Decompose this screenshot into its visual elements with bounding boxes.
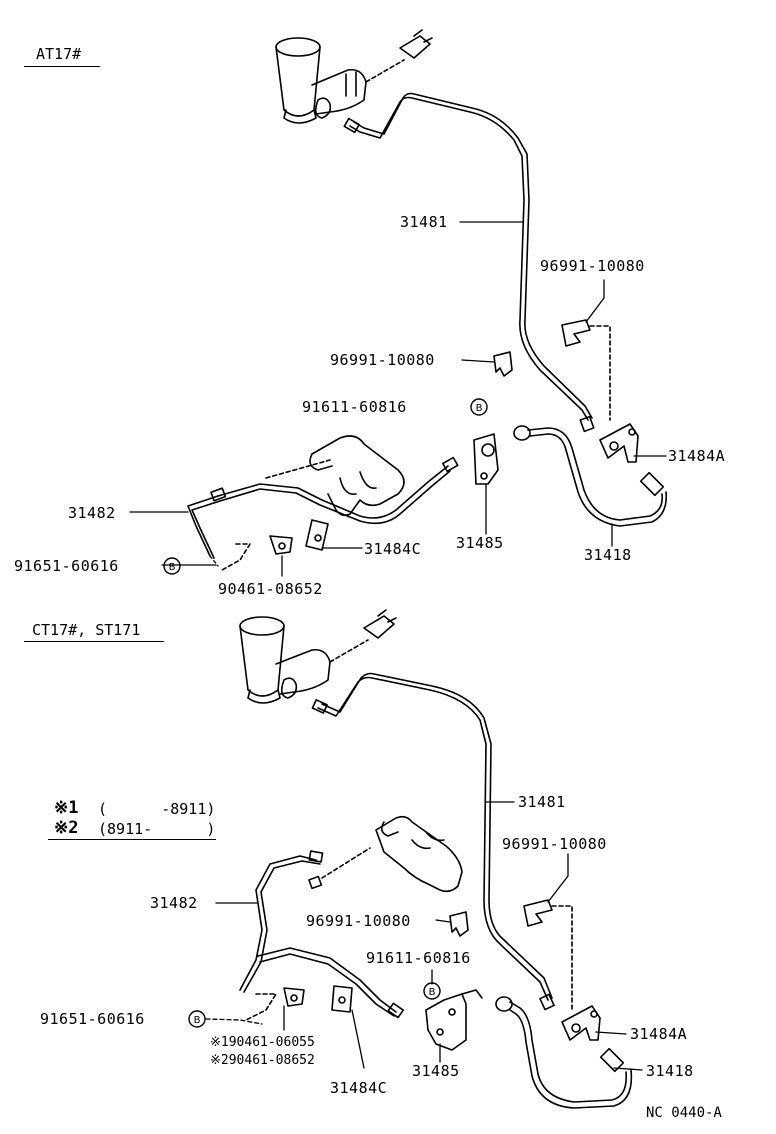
marker-b-91651-top: B: [163, 557, 181, 575]
label-96991-top-right: 96991-10080: [540, 257, 645, 275]
label-90461-top: 90461-08652: [218, 580, 323, 598]
label-31485-top: 31485: [456, 534, 504, 552]
figure-code: NC 0440-A: [646, 1105, 722, 1121]
label-96991-top-mid: 96991-10080: [330, 351, 435, 369]
label-96991-bottom-right: 96991-10080: [502, 835, 607, 853]
leader-lines-bottom: [205, 801, 643, 1071]
label-90461-bottom-2: ※290461-08652: [210, 1053, 315, 1068]
note-line-1-range: ( -8911): [98, 800, 216, 818]
master-cylinder-top: [275, 29, 433, 124]
leader-lines-top: [129, 221, 667, 577]
label-31418-top: 31418: [584, 546, 632, 564]
clutch-pipe-31481-top: [343, 92, 595, 433]
clip-96991-top-mid: [493, 351, 513, 377]
hose-31418-top: [513, 425, 668, 527]
hose-31418-bottom: [495, 996, 633, 1109]
label-31484A-top: 31484A: [668, 447, 726, 465]
label-90461-bottom-1: ※190461-06055: [210, 1035, 315, 1050]
section-title-top: AT17#: [36, 45, 82, 63]
section-rule-top: [24, 66, 100, 67]
note-line-1-mark: ※1: [54, 798, 79, 818]
marker-b-text: B: [476, 403, 483, 414]
bracket-31485-top: [473, 433, 499, 485]
clamp-90461-bottom: [245, 987, 305, 1021]
label-91651-top: 91651-60616: [14, 557, 119, 575]
label-91611-bottom: 91611-60816: [366, 949, 471, 967]
bracket-31484C-bottom: [331, 985, 353, 1013]
marker-b-91611-top: B: [470, 398, 488, 416]
clip-96991-bottom-mid: [449, 911, 469, 937]
label-31481-top: 31481: [400, 213, 448, 231]
bracket-31485-bottom: [425, 989, 483, 1051]
note-rule: [48, 839, 216, 840]
marker-b-91611-bottom: B: [423, 982, 441, 1000]
label-31484C-top: 31484C: [364, 540, 422, 558]
note-line-2-mark: ※2: [54, 818, 79, 838]
label-96991-bottom-mid: 96991-10080: [306, 912, 411, 930]
release-cylinder-top: [265, 435, 405, 517]
clamp-90461-top: [221, 535, 293, 571]
note-line-2-range: (8911- ): [98, 820, 216, 838]
label-31418-bottom: 31418: [646, 1062, 694, 1080]
clip-96991-top-right: [561, 319, 611, 421]
clip-96991-bottom-right: [523, 899, 573, 1011]
clutch-pipe-31482-top: [187, 456, 459, 559]
label-31484C-bottom: 31484C: [330, 1079, 388, 1097]
section-rule-bottom: [24, 641, 164, 642]
label-91611-top: 91611-60816: [302, 398, 407, 416]
marker-b-91651-bottom: B: [188, 1010, 206, 1028]
marker-b-text: B: [429, 987, 436, 998]
label-31485-bottom: 31485: [412, 1062, 460, 1080]
label-91651-bottom: 91651-60616: [40, 1010, 145, 1028]
marker-b-text: B: [194, 1015, 201, 1026]
release-cylinder-bottom: [321, 815, 463, 893]
clutch-pipe-31482-bottom: [239, 850, 405, 1019]
section-title-bottom: CT17#, ST171: [32, 621, 141, 639]
master-cylinder-bottom: [239, 609, 397, 704]
marker-b-text: B: [169, 562, 176, 573]
bracket-31484C-top: [305, 519, 329, 551]
bracket-31484A-bottom: [561, 1005, 601, 1041]
clutch-pipe-31481-bottom: [311, 672, 555, 1011]
label-31484A-bottom: 31484A: [630, 1025, 688, 1043]
label-31482-top: 31482: [68, 504, 116, 522]
label-31482-bottom: 31482: [150, 894, 198, 912]
bracket-31484A-top: [599, 423, 639, 463]
label-31481-bottom: 31481: [518, 793, 566, 811]
